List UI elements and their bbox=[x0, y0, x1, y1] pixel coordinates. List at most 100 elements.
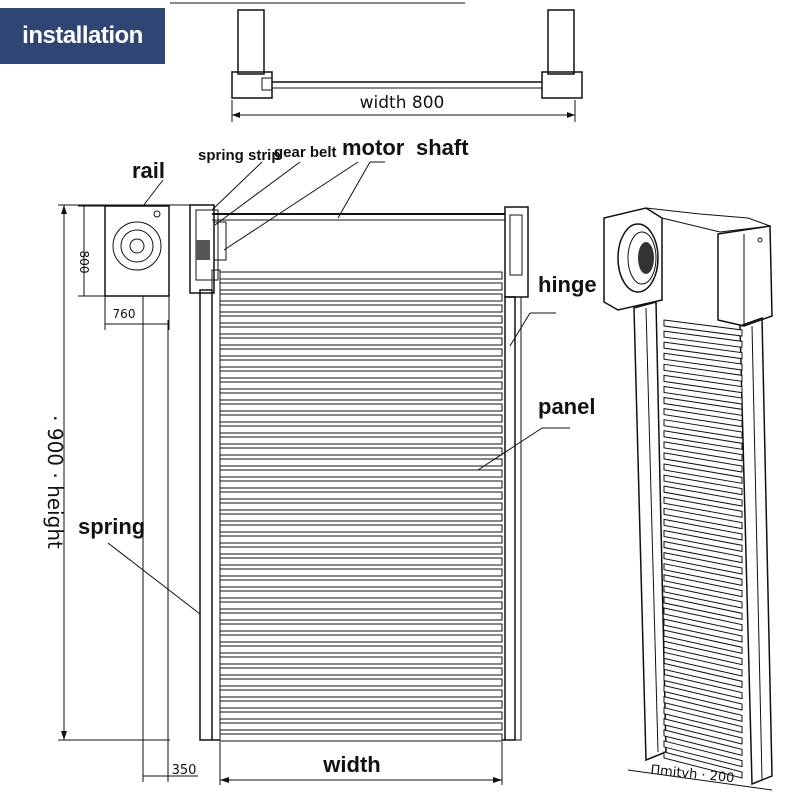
side-slat bbox=[663, 563, 743, 586]
panel-slat bbox=[219, 458, 503, 467]
side-slat bbox=[663, 496, 743, 518]
panel-slat bbox=[219, 689, 503, 698]
side-slat bbox=[663, 419, 743, 439]
panel-slat bbox=[219, 733, 503, 742]
side-view: Πmitvh · 200 bbox=[603, 207, 773, 791]
side-slat bbox=[663, 751, 743, 779]
panel-slat bbox=[219, 579, 503, 588]
shaft-label: shaft bbox=[416, 135, 469, 160]
height-dimension: · 900 · height 350 bbox=[43, 204, 198, 782]
side-slat bbox=[663, 552, 743, 575]
side-slat bbox=[663, 485, 743, 507]
front-panels bbox=[219, 271, 503, 742]
height-dim: · 900 · height bbox=[43, 415, 67, 549]
panel-slat bbox=[219, 524, 503, 533]
panel-slat bbox=[219, 425, 503, 434]
front-view: width bbox=[189, 204, 529, 785]
rail-label: rail bbox=[132, 158, 165, 183]
rail-width-dim: 760 bbox=[113, 307, 136, 321]
panel-slat bbox=[219, 293, 503, 302]
side-slat bbox=[663, 740, 743, 768]
panel-slat bbox=[219, 667, 503, 676]
panel-slat bbox=[219, 326, 503, 335]
panel-slat bbox=[219, 634, 503, 643]
panel-slat bbox=[219, 700, 503, 709]
side-slat bbox=[663, 441, 743, 462]
panel-slat bbox=[219, 557, 503, 566]
side-slat bbox=[663, 574, 743, 598]
side-slat bbox=[663, 540, 743, 564]
panel-slat bbox=[219, 359, 503, 368]
side-slat bbox=[663, 629, 743, 654]
panel-slat bbox=[219, 601, 503, 610]
panel-slat bbox=[219, 392, 503, 401]
side-slat bbox=[663, 596, 743, 620]
panel-slat bbox=[219, 469, 503, 478]
side-slat bbox=[663, 662, 743, 688]
width-dim: width bbox=[322, 752, 380, 777]
panel-slat bbox=[219, 623, 503, 632]
side-slat bbox=[663, 707, 743, 734]
side-slat bbox=[663, 695, 743, 722]
panel-slat bbox=[219, 304, 503, 313]
leader-lines bbox=[107, 161, 570, 615]
panel-slat bbox=[219, 403, 503, 412]
side-slat bbox=[663, 474, 743, 496]
panel-slat bbox=[219, 568, 503, 577]
panel-slat bbox=[219, 535, 503, 544]
side-slat bbox=[663, 718, 743, 745]
side-slat bbox=[663, 319, 743, 337]
panel-slat bbox=[219, 271, 503, 280]
panel-slat bbox=[219, 282, 503, 291]
bottom-offset-dim: 350 bbox=[172, 763, 197, 778]
panel-slat bbox=[219, 612, 503, 621]
side-panels bbox=[663, 319, 743, 779]
panel-slat bbox=[219, 645, 503, 654]
panel-slat bbox=[219, 590, 503, 599]
panel-slat bbox=[219, 348, 503, 357]
panel-slat bbox=[219, 381, 503, 390]
panel-slat bbox=[219, 436, 503, 445]
spring-label: spring bbox=[78, 514, 145, 539]
panel-slat bbox=[219, 711, 503, 720]
side-slat bbox=[663, 430, 743, 450]
spring-strip-label: spring strip bbox=[198, 147, 281, 164]
panel-slat bbox=[219, 722, 503, 731]
side-slat bbox=[663, 529, 743, 552]
rail-box: 800 760 bbox=[77, 205, 170, 330]
gear-belt-label: gear belt bbox=[274, 144, 337, 161]
side-slat bbox=[663, 385, 743, 405]
side-slat bbox=[663, 341, 743, 360]
panel-slat bbox=[219, 656, 503, 665]
panel-slat bbox=[219, 337, 503, 346]
panel-slat bbox=[219, 447, 503, 456]
panel-slat bbox=[219, 546, 503, 555]
side-slat bbox=[663, 363, 743, 382]
installation-badge: installation bbox=[0, 8, 165, 64]
side-slat bbox=[663, 463, 743, 484]
side-slat bbox=[663, 673, 743, 700]
panel-slat bbox=[219, 491, 503, 500]
motor-label: motor bbox=[342, 135, 405, 160]
side-slat bbox=[663, 452, 743, 473]
hinge-label: hinge bbox=[538, 272, 597, 297]
rail-height-dim: 800 bbox=[77, 251, 91, 274]
top-view: width 800 bbox=[231, 9, 583, 122]
side-slat bbox=[663, 507, 743, 530]
panel-slat bbox=[219, 370, 503, 379]
side-slat bbox=[663, 640, 743, 666]
panel-slat bbox=[219, 315, 503, 324]
side-slat bbox=[663, 684, 743, 711]
panel-slat bbox=[219, 513, 503, 522]
side-slat bbox=[663, 651, 743, 677]
panel-slat bbox=[219, 480, 503, 489]
top-width-label: width 800 bbox=[360, 93, 445, 113]
side-slat bbox=[663, 618, 743, 643]
side-slat bbox=[663, 607, 743, 632]
side-slat bbox=[663, 518, 743, 541]
side-slat bbox=[663, 585, 743, 609]
side-slat bbox=[663, 352, 743, 371]
side-width-dim: Πmitvh · 200 bbox=[650, 763, 735, 787]
